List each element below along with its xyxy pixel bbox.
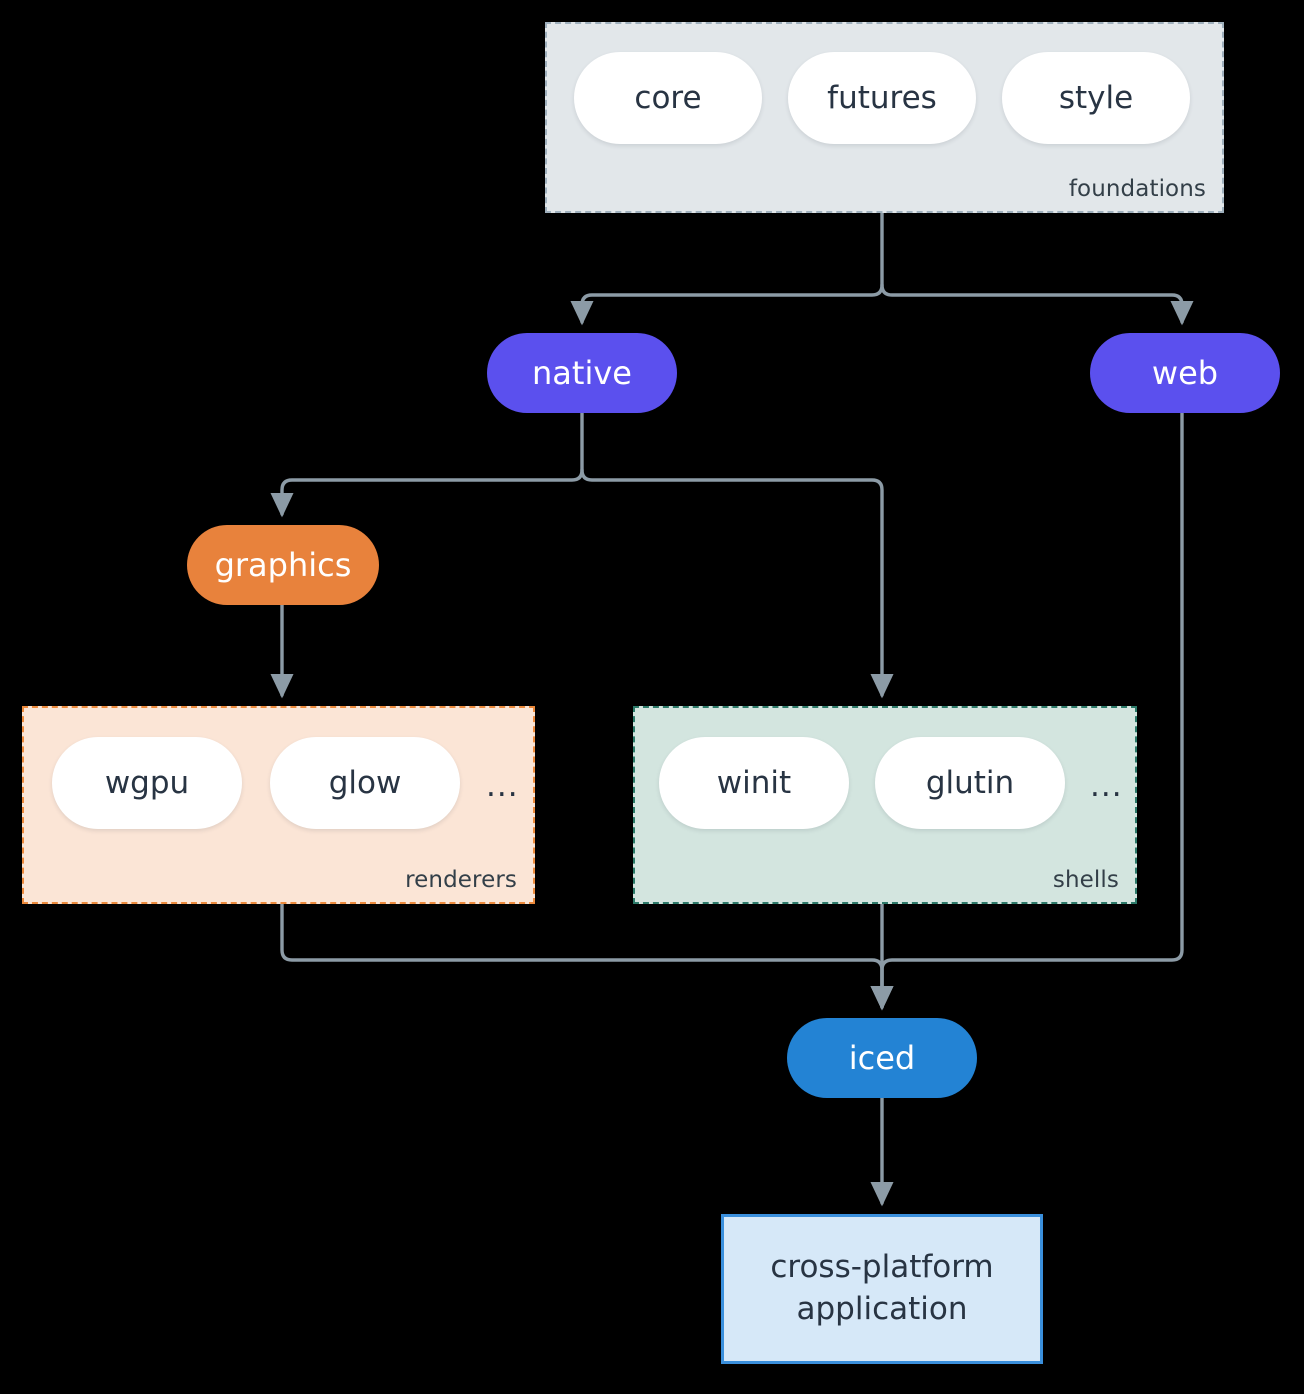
pill-futures-label: futures <box>827 80 937 116</box>
pill-glutin[interactable]: glutin <box>875 737 1065 829</box>
cluster-shells: winit glutin ... shells <box>633 706 1137 904</box>
pill-core[interactable]: core <box>574 52 762 144</box>
cluster-foundations-label: foundations <box>1068 176 1206 202</box>
shells-overflow-ellipsis: ... <box>1090 768 1123 804</box>
pill-winit-label: winit <box>716 765 792 801</box>
node-iced-label: iced <box>848 1039 916 1077</box>
application-label-line2: application <box>796 1291 968 1327</box>
cluster-renderers-label: renderers <box>405 867 517 893</box>
node-native-label: native <box>532 354 632 392</box>
pill-wgpu-label: wgpu <box>104 765 190 801</box>
renderers-overflow-ellipsis: ... <box>486 768 519 804</box>
cluster-renderers: wgpu glow ... renderers <box>22 706 535 904</box>
pill-winit[interactable]: winit <box>659 737 849 829</box>
pill-glutin-label: glutin <box>925 765 1015 801</box>
node-iced[interactable]: iced <box>787 1018 977 1098</box>
pill-wgpu[interactable]: wgpu <box>52 737 242 829</box>
node-native[interactable]: native <box>487 333 677 413</box>
edge-native-shells <box>580 468 894 699</box>
edge-foundations-native <box>570 211 884 326</box>
node-graphics-label: graphics <box>214 546 352 584</box>
pill-glow[interactable]: glow <box>270 737 460 829</box>
pill-style[interactable]: style <box>1002 52 1190 144</box>
cluster-shells-label: shells <box>1052 867 1119 893</box>
application-label-line1: cross-platform <box>770 1249 994 1286</box>
node-graphics[interactable]: graphics <box>187 525 379 605</box>
edge-native-graphics <box>270 411 584 518</box>
pill-core-label: core <box>634 80 702 116</box>
pill-style-label: style <box>1058 80 1134 116</box>
cluster-foundations: core futures style foundations <box>545 22 1224 213</box>
pill-futures[interactable]: futures <box>788 52 976 144</box>
edge-foundations-web <box>880 283 1194 326</box>
pill-glow-label: glow <box>328 765 402 801</box>
node-web-label: web <box>1151 354 1219 392</box>
edge-renderers-iced <box>280 902 894 1011</box>
node-cross-platform-application[interactable]: cross-platform application <box>721 1214 1043 1364</box>
node-web[interactable]: web <box>1090 333 1280 413</box>
